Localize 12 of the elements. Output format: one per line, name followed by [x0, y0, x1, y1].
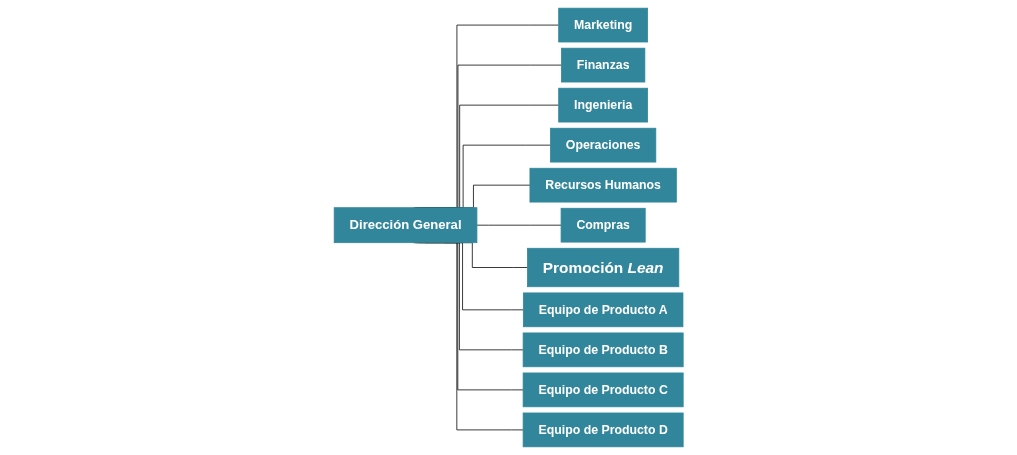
node-box: Equipo de Producto A	[522, 292, 684, 328]
node-box: Compras	[560, 207, 646, 243]
node-box: Recursos Humanos	[529, 167, 677, 203]
node-box: Equipo de Producto D	[522, 412, 684, 448]
node-box: Equipo de Producto C	[522, 372, 684, 408]
node-box: Equipo de Producto B	[522, 332, 684, 368]
node-box: Marketing	[558, 7, 648, 43]
node-box: Operaciones	[549, 127, 657, 163]
node-box: Finanzas	[560, 47, 646, 83]
node-box: Ingenieria	[558, 87, 648, 123]
node-box: Dirección General	[333, 207, 478, 244]
node-box: Promoción Lean	[526, 247, 680, 288]
